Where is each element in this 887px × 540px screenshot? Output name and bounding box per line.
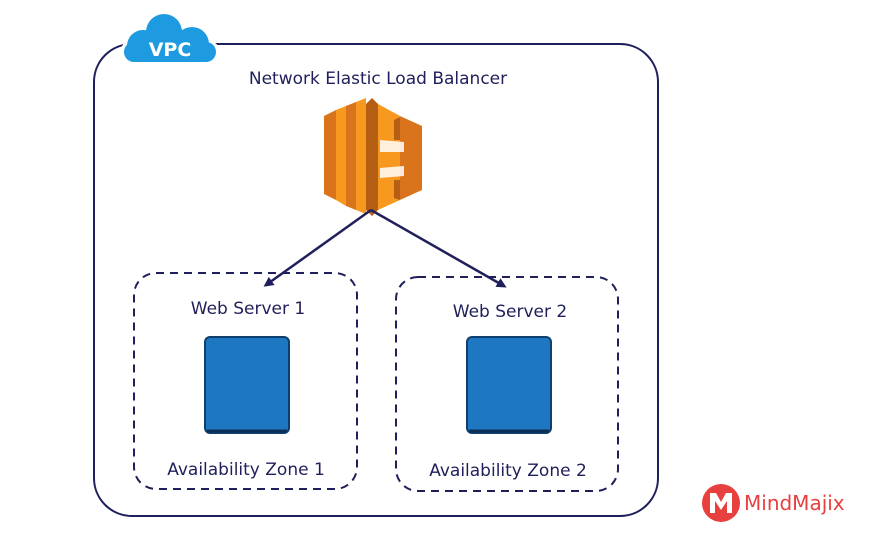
zone-boundary [395,276,619,492]
brand-name: MindMajix [744,491,845,515]
vpc-boundary [93,43,659,517]
mindmajix-logo: MindMajix [702,484,845,522]
arrow-to-web-server-2 [370,208,507,288]
vpc-cloud-icon: VPC [120,10,220,66]
web-server-1-icon [204,336,290,434]
zone-boundary [133,272,358,490]
arrow-to-web-server-1 [263,208,372,287]
availability-zone-2-label: Availability Zone 2 [429,461,587,481]
web-server-2-icon [466,336,552,434]
availability-zone-2: Web Server 2 Availability Zone 2 [395,276,619,492]
vpc-label: VPC [149,39,192,61]
availability-zone-1-label: Availability Zone 1 [167,460,325,480]
load-balancer-label: Network Elastic Load Balancer [249,69,507,89]
web-server-1-label: Web Server 1 [191,299,305,319]
web-server-2-label: Web Server 2 [453,302,567,322]
availability-zone-1: Web Server 1 Availability Zone 1 [133,272,358,490]
elb-icon [324,98,422,216]
